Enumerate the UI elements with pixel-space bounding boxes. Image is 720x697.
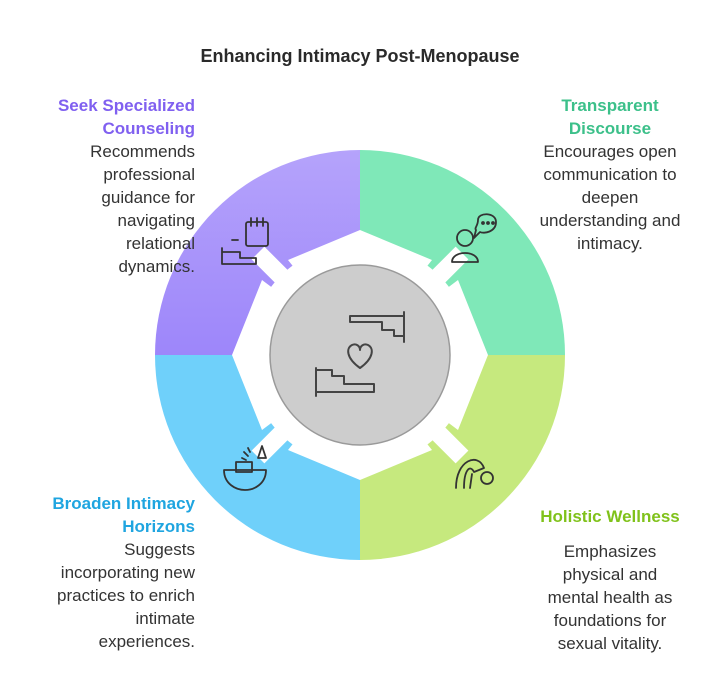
description-wellness: Emphasizes physical and mental health as…: [547, 542, 673, 653]
diagram-title: Enhancing Intimacy Post-Menopause: [200, 46, 520, 66]
label-counseling: Seek Specialized Counseling Recommends p…: [20, 94, 195, 278]
center-disk: [269, 264, 451, 446]
heading-discourse: Transparent Discourse: [561, 96, 659, 138]
heading-counseling: Seek Specialized Counseling: [57, 96, 195, 138]
yoga-pose-icon: [455, 458, 494, 489]
light-bowl-icon: [223, 445, 267, 491]
description-counseling: Recommends professional guidance for nav…: [90, 142, 195, 276]
calendar-hand-icon: [221, 217, 269, 265]
hands-heart-icon: [315, 311, 405, 397]
description-horizons: Suggests incorporating new practices to …: [57, 540, 195, 651]
description-discourse: Encourages open communication to deepen …: [539, 142, 681, 253]
heading-wellness: Holistic Wellness: [540, 507, 680, 526]
label-horizons: Broaden Intimacy Horizons Suggests incor…: [20, 492, 195, 653]
label-discourse: Transparent Discourse Encourages open co…: [515, 94, 705, 255]
label-wellness: Holistic Wellness Emphasizes physical an…: [515, 505, 705, 655]
heading-horizons: Broaden Intimacy Horizons: [52, 494, 195, 536]
person-speech-bubble-icon: [451, 213, 497, 263]
